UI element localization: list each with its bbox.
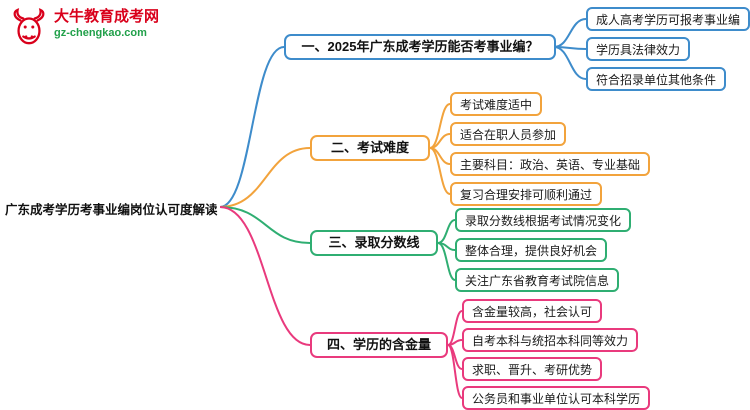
leaf-node: 考试难度适中 — [450, 92, 543, 116]
branch-node-2: 二、考试难度 — [310, 135, 430, 161]
leaf-node: 公务员和事业单位认可本科学历 — [462, 386, 651, 410]
connector-branch2-leaf4 — [429, 147, 451, 195]
connector-root-branch1 — [219, 46, 285, 208]
leaf-node: 自考本科与统招本科同等效力 — [462, 328, 639, 352]
leaf-node: 主要科目：政治、英语、专业基础 — [450, 152, 651, 176]
connector-root-branch2 — [219, 147, 311, 208]
connector-branch1-leaf1 — [553, 18, 587, 48]
logo-subtitle: gz-chengkao.com — [54, 26, 147, 39]
connector-branch4-leaf4 — [447, 344, 463, 399]
branch-node-1: 一、2025年广东成考学历能否考事业编？ — [284, 34, 556, 60]
leaf-node: 适合在职人员参加 — [450, 122, 567, 146]
leaf-node: 关注广东省教育考试院信息 — [455, 268, 620, 292]
leaf-node: 求职、晋升、考研优势 — [462, 357, 603, 381]
logo: 大牛教育成考网 gz-chengkao.com — [10, 8, 159, 53]
connector-branch3-leaf1 — [437, 219, 456, 244]
branch-node-3: 三、录取分数线 — [310, 230, 438, 256]
connector-root-branch4 — [219, 206, 311, 346]
logo-title: 大牛教育成考网 — [54, 8, 160, 25]
leaf-node: 成人高考学历可报考事业编 — [586, 7, 750, 31]
branch-node-4: 四、学历的含金量 — [310, 332, 448, 358]
leaf-node: 符合招录单位其他条件 — [586, 67, 727, 91]
leaf-node: 学历具法律效力 — [586, 37, 691, 61]
connector-branch3-leaf3 — [437, 242, 456, 281]
leaf-node: 录取分数线根据考试情况变化 — [455, 208, 632, 232]
leaf-node: 含金量较高，社会认可 — [462, 299, 603, 323]
bull-icon — [10, 8, 48, 53]
leaf-node: 复习合理安排可顺利通过 — [450, 182, 603, 206]
connector-root-branch3 — [219, 206, 311, 244]
connector-branch1-leaf3 — [553, 46, 587, 80]
leaf-node: 整体合理，提供良好机会 — [455, 238, 608, 262]
root-node: 广东成考学历考事业编岗位认可度解读 — [5, 203, 218, 217]
